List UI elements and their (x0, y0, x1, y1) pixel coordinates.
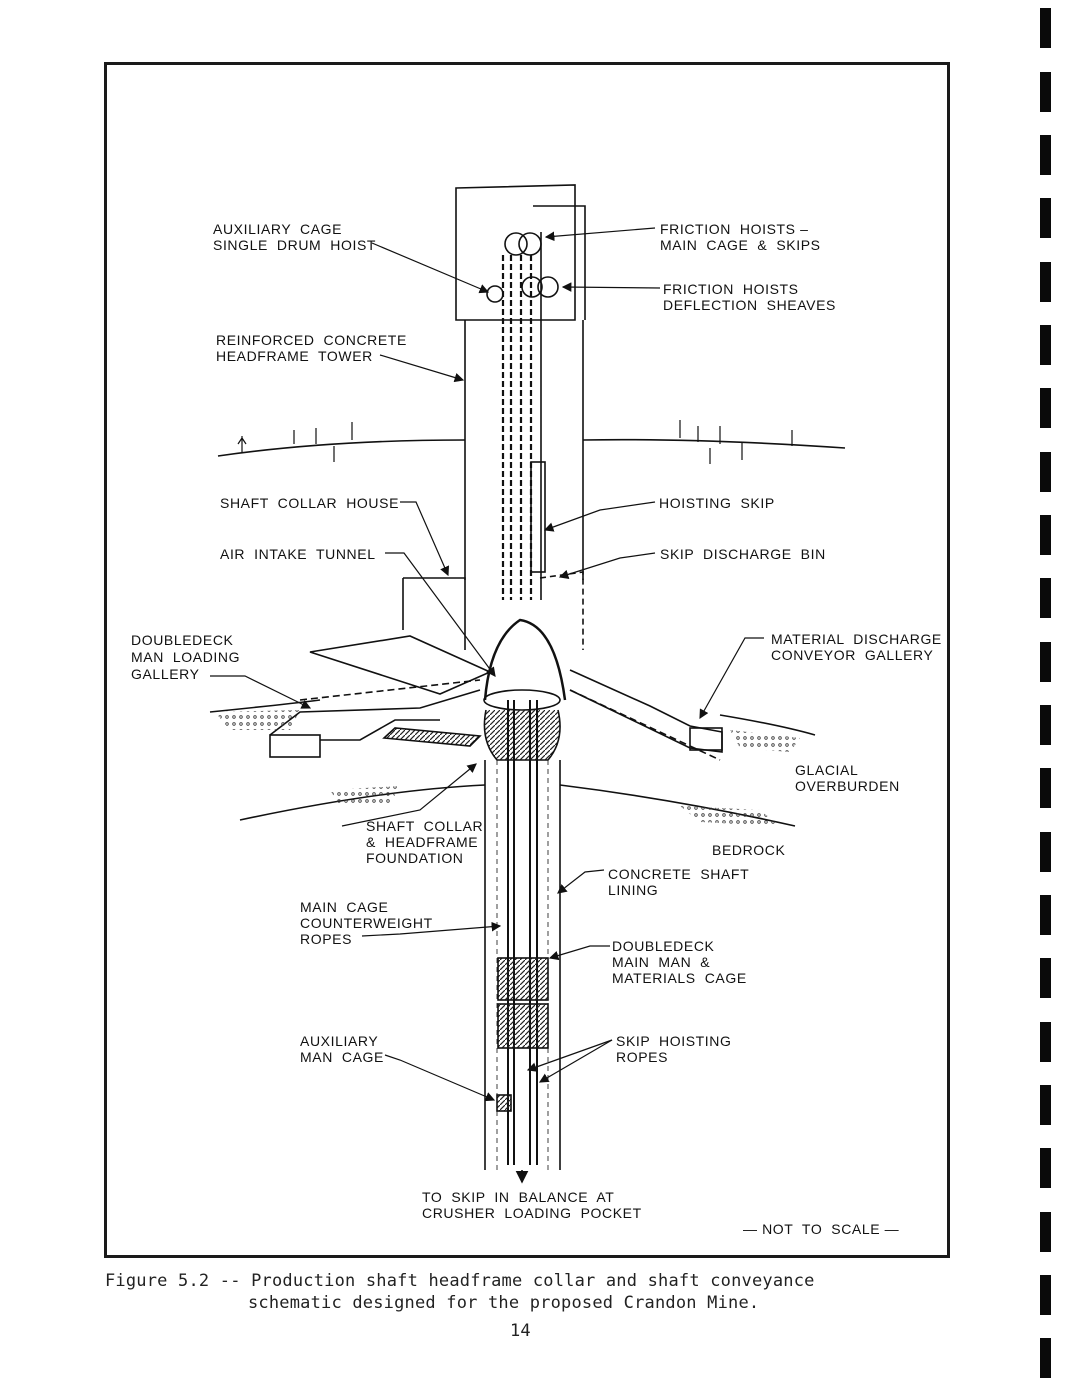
label-skip-ropes: SKIP HOISTING ROPES (616, 1033, 732, 1065)
label-foundation: SHAFT COLLAR & HEADFRAME FOUNDATION (366, 818, 484, 866)
man-loading-gallery (309, 635, 492, 695)
label-aux-hoist: AUXILIARY CAGE SINGLE DRUM HOIST (213, 221, 377, 253)
aux-cage (496, 1094, 512, 1112)
shaft-collar (483, 618, 567, 701)
ground-line (217, 438, 846, 457)
label-headframe-tower: REINFORCED CONCRETE HEADFRAME TOWER (216, 332, 407, 364)
label-hoisting-skip: HOISTING SKIP (659, 495, 775, 511)
main-cage (497, 957, 549, 1001)
label-not-to-scale: — NOT TO SCALE — (743, 1221, 900, 1237)
label-main-cage: DOUBLEDECK MAIN MAN & MATERIALS CAGE (612, 938, 747, 986)
counterweight-ropes (507, 700, 515, 1165)
label-friction-main: FRICTION HOISTS – MAIN CAGE & SKIPS (660, 221, 821, 253)
label-counterweight: MAIN CAGE COUNTERWEIGHT ROPES (300, 899, 433, 947)
label-balance: TO SKIP IN BALANCE AT CRUSHER LOADING PO… (422, 1189, 642, 1221)
figure-frame (104, 62, 950, 1258)
label-conveyor: MATERIAL DISCHARGE CONVEYOR GALLERY (771, 631, 942, 663)
shaft-lining (484, 760, 561, 1170)
skip-ropes (529, 700, 538, 1165)
page-number: 14 (510, 1321, 531, 1341)
label-air-intake: AIR INTAKE TUNNEL (220, 546, 376, 562)
aux-drum-hoist (486, 285, 504, 303)
figure-caption-line1: Figure 5.2 -- Production shaft headframe… (105, 1271, 815, 1291)
label-man-loading: DOUBLEDECK MAN LOADING GALLERY (131, 632, 241, 682)
figure-caption-line2: schematic designed for the proposed Cran… (248, 1293, 760, 1313)
collar-house (402, 577, 466, 650)
hoisting-skip (530, 461, 546, 573)
label-friction-deflection: FRICTION HOISTS DEFLECTION SHEAVES (663, 281, 836, 313)
label-collar-house: SHAFT COLLAR HOUSE (220, 495, 400, 511)
label-bedrock: BEDROCK (712, 842, 786, 858)
headframe-cap (455, 184, 576, 321)
overburden-ground (209, 699, 816, 827)
label-lining: CONCRETE SHAFT LINING (608, 866, 750, 898)
conveyor-gallery (569, 669, 723, 753)
label-overburden: GLACIAL OVERBURDEN (795, 762, 900, 794)
headframe-tower (464, 320, 584, 580)
friction-hoist (504, 232, 528, 256)
label-skip-bin: SKIP DISCHARGE BIN (660, 546, 826, 562)
label-aux-cage: AUXILIARY MAN CAGE (300, 1033, 384, 1065)
